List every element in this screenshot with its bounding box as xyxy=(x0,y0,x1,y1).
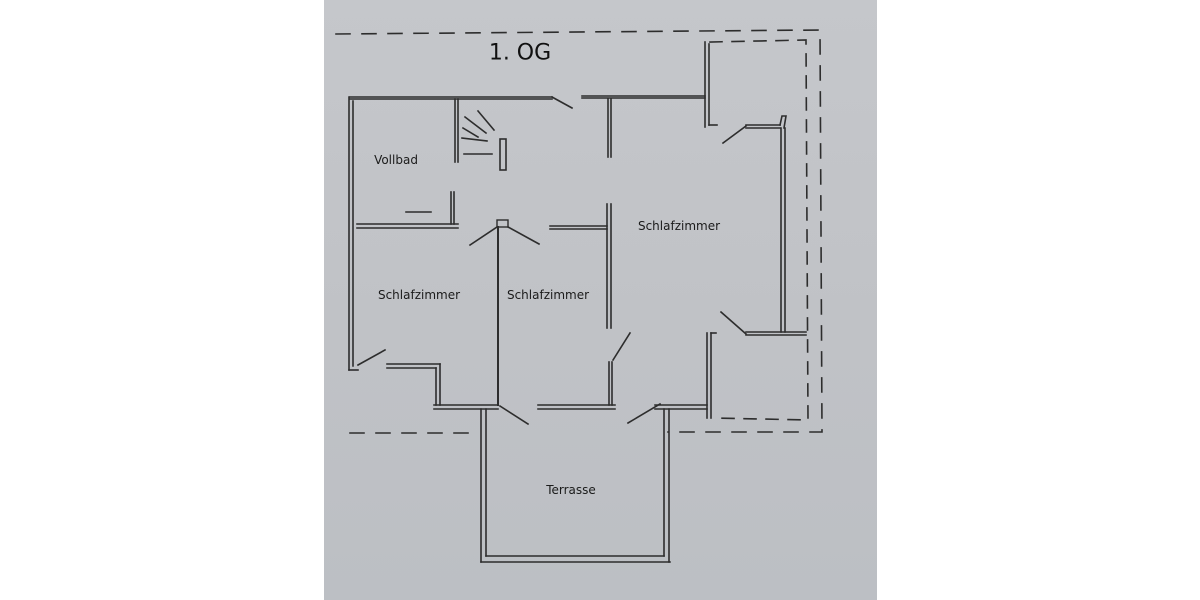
room-label-schlafzimmer-left: Schlafzimmer xyxy=(377,288,461,302)
floor-title: 1. OG xyxy=(488,40,552,66)
room-label-terrasse: Terrasse xyxy=(546,483,596,497)
dashed-boundary-outer xyxy=(335,29,823,434)
room-label-schlafzimmer-middle: Schlafzimmer xyxy=(506,288,590,302)
room-label-vollbad: Vollbad xyxy=(374,153,418,167)
walls xyxy=(348,41,807,563)
room-label-schlafzimmer-right: Schlafzimmer xyxy=(637,219,721,233)
dashed-boundary-inner xyxy=(709,39,809,421)
